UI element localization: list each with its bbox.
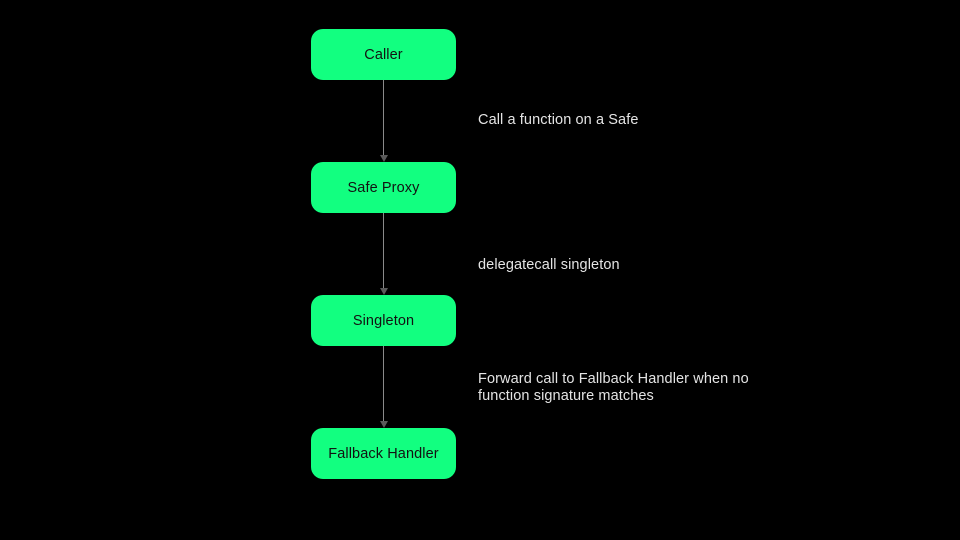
edge-caller-safe-proxy-line — [383, 80, 384, 155]
node-fallback-handler-label: Fallback Handler — [328, 445, 439, 462]
node-caller-label: Caller — [364, 46, 403, 63]
arrowhead-down-icon — [379, 155, 388, 162]
node-singleton: Singleton — [311, 295, 456, 346]
arrowhead-down-icon — [379, 421, 388, 428]
arrowhead-down-icon — [379, 288, 388, 295]
node-safe-proxy: Safe Proxy — [311, 162, 456, 213]
node-fallback-handler: Fallback Handler — [311, 428, 456, 479]
node-safe-proxy-label: Safe Proxy — [347, 179, 420, 196]
node-singleton-label: Singleton — [352, 312, 415, 329]
edge-label-forward-call: Forward call to Fallback Handler when no… — [478, 371, 749, 404]
node-caller: Caller — [311, 29, 456, 80]
edge-singleton-fallback-line — [383, 346, 384, 421]
edge-safe-proxy-singleton-line — [383, 213, 384, 288]
edge-label-call-function: Call a function on a Safe — [478, 112, 639, 128]
edge-label-delegatecall: delegatecall singleton — [478, 257, 620, 273]
